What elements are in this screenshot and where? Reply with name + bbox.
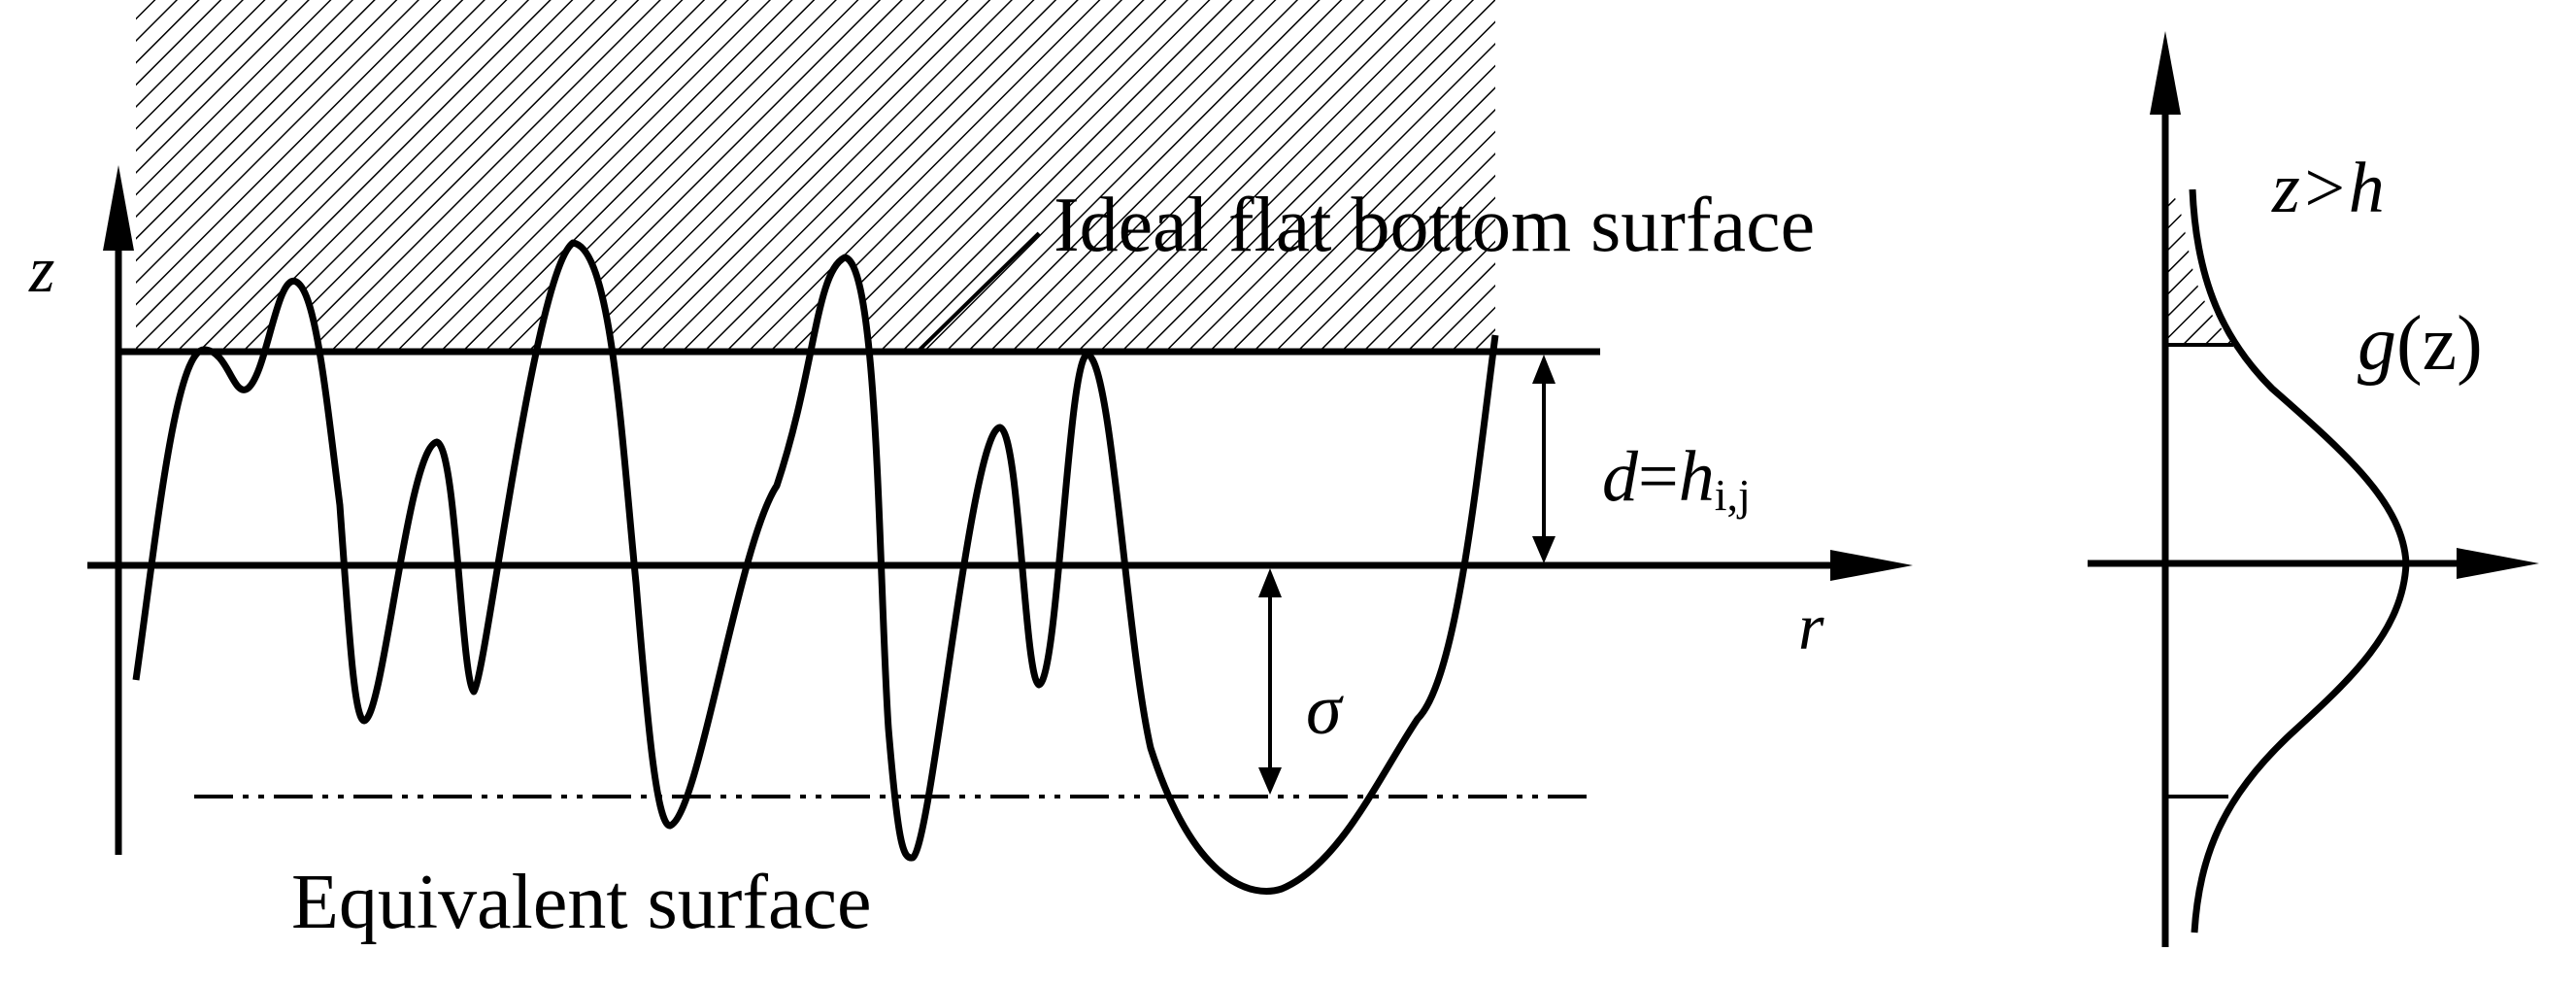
d-symbol: d [1602,437,1639,517]
g-paren-close: ) [2457,301,2483,387]
equivalent-surface-label: Equivalent surface [291,860,872,945]
g-paren-open: ( [2396,301,2423,387]
d-equals-h-label: d=hi,j [1602,437,1751,520]
sigma-label: σ [1306,670,1344,750]
distribution-horizontal-arrowhead [2457,548,2539,579]
asperity-contact-hatching [136,0,1495,352]
z-axis-label: z [28,232,54,306]
distribution-vertical-arrowhead [2150,31,2181,115]
d-dimension-arrow [1532,355,1556,563]
rough-surface-profile [132,239,1499,895]
h-symbol: h [1679,437,1715,517]
h-subscript: i,j [1715,470,1751,520]
gz-label: g(z) [2358,301,2483,387]
sigma-dimension-arrow [1258,568,1282,795]
r-axis-label: r [1798,590,1824,663]
z-greater-h-label: z>h [2271,149,2385,228]
tail-hatched-area [2165,189,2233,345]
g-arg: z [2423,301,2458,387]
g-symbol: g [2358,301,2396,387]
r-axis-arrowhead [1830,550,1913,581]
distribution-curve-gz [2189,188,2410,934]
z-axis-arrowhead [103,165,134,251]
equals-symbol: = [1638,437,1679,517]
